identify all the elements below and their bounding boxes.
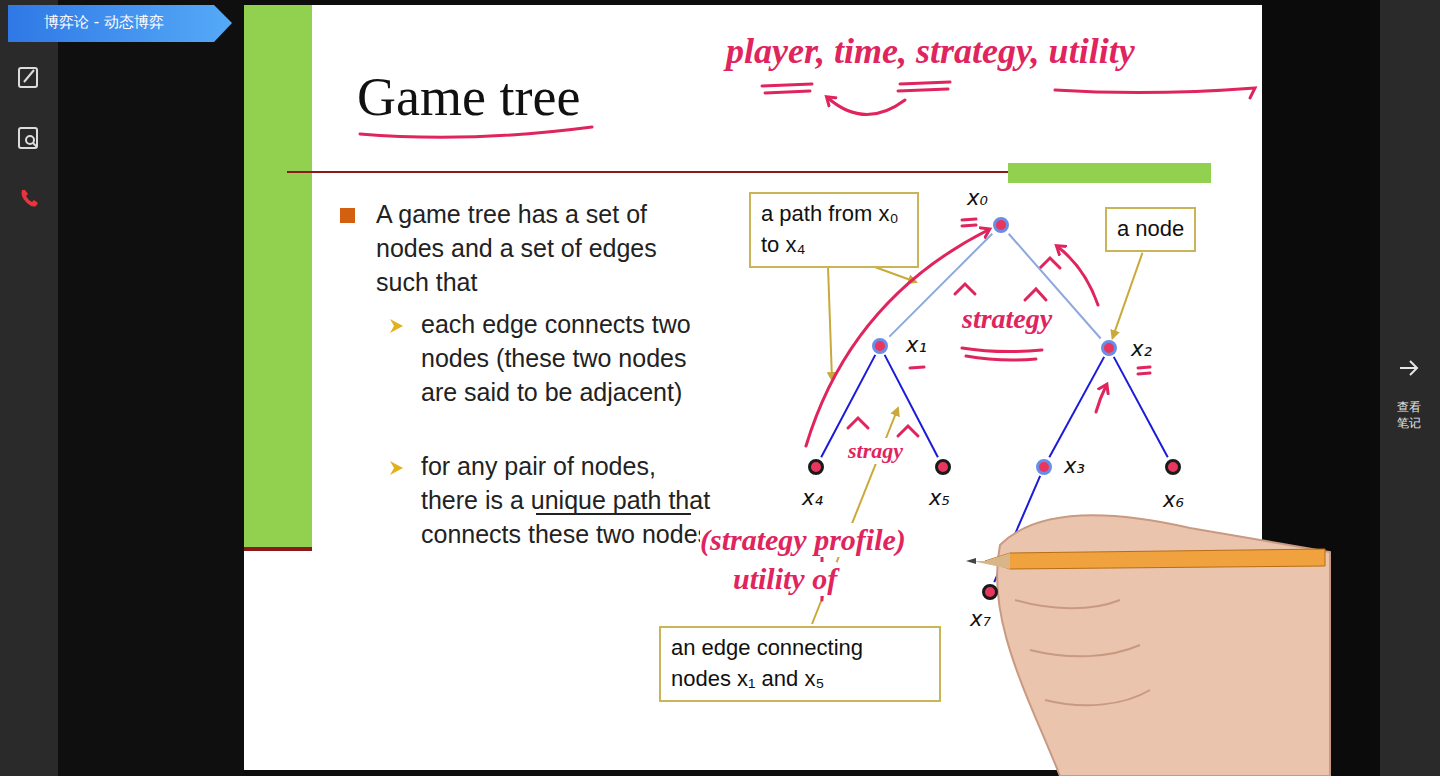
- tree-node: x₅: [935, 459, 951, 475]
- handwritten-note: strategy: [962, 303, 1052, 335]
- tab-title: 博弈论 - 动态博弈: [44, 13, 164, 32]
- node-label: x₁: [906, 334, 927, 357]
- handwritten-note: player, time, strategy, utility: [726, 30, 1135, 72]
- node-label: x₄: [802, 487, 823, 510]
- callout-text: a node: [1117, 214, 1184, 245]
- slide-title: Game tree: [357, 66, 580, 128]
- tree-node: x₃: [1036, 459, 1052, 475]
- notes-button-text: 查看笔记: [1397, 399, 1423, 431]
- tree-node: x₄: [808, 459, 824, 475]
- tree-edge: [1049, 357, 1104, 457]
- callout-text: a path from x₀ to x₄: [761, 199, 907, 261]
- node-label: x₃: [1064, 455, 1085, 478]
- sub-bullet-text: for any pair of nodes, there is a unique…: [421, 449, 711, 551]
- tree-node: x₆: [1165, 459, 1181, 475]
- node-label: x₅: [929, 487, 950, 510]
- callout-box: a path from x₀ to x₄: [749, 192, 919, 268]
- node-label: x₇: [970, 608, 991, 631]
- node-label: x₂: [1131, 338, 1152, 361]
- tree-node: x₀: [993, 217, 1009, 233]
- callout-box: a node: [1105, 207, 1196, 252]
- tree-node: x₁: [872, 338, 888, 354]
- leader-arrow: [1112, 253, 1142, 338]
- handwritten-note: stragy: [848, 438, 903, 464]
- handwritten-note: (strategy profile): [700, 523, 906, 557]
- bullet-text: A game tree has a set of nodes and a set…: [376, 197, 706, 299]
- tree-edge: [1114, 357, 1168, 457]
- handwritten-note: utility of: [733, 562, 837, 596]
- callout-box: an edge connecting nodes x₁ and x₅: [659, 626, 941, 702]
- node-label: x₆: [1163, 489, 1184, 512]
- callout-text: an edge connecting nodes x₁ and x₅: [671, 633, 929, 695]
- sub-bullet-text: each edge connects two nodes (these two …: [421, 307, 711, 409]
- tree-node: x₂: [1101, 340, 1117, 356]
- node-label: x₀: [967, 187, 988, 210]
- tree-node: x₇: [982, 584, 998, 600]
